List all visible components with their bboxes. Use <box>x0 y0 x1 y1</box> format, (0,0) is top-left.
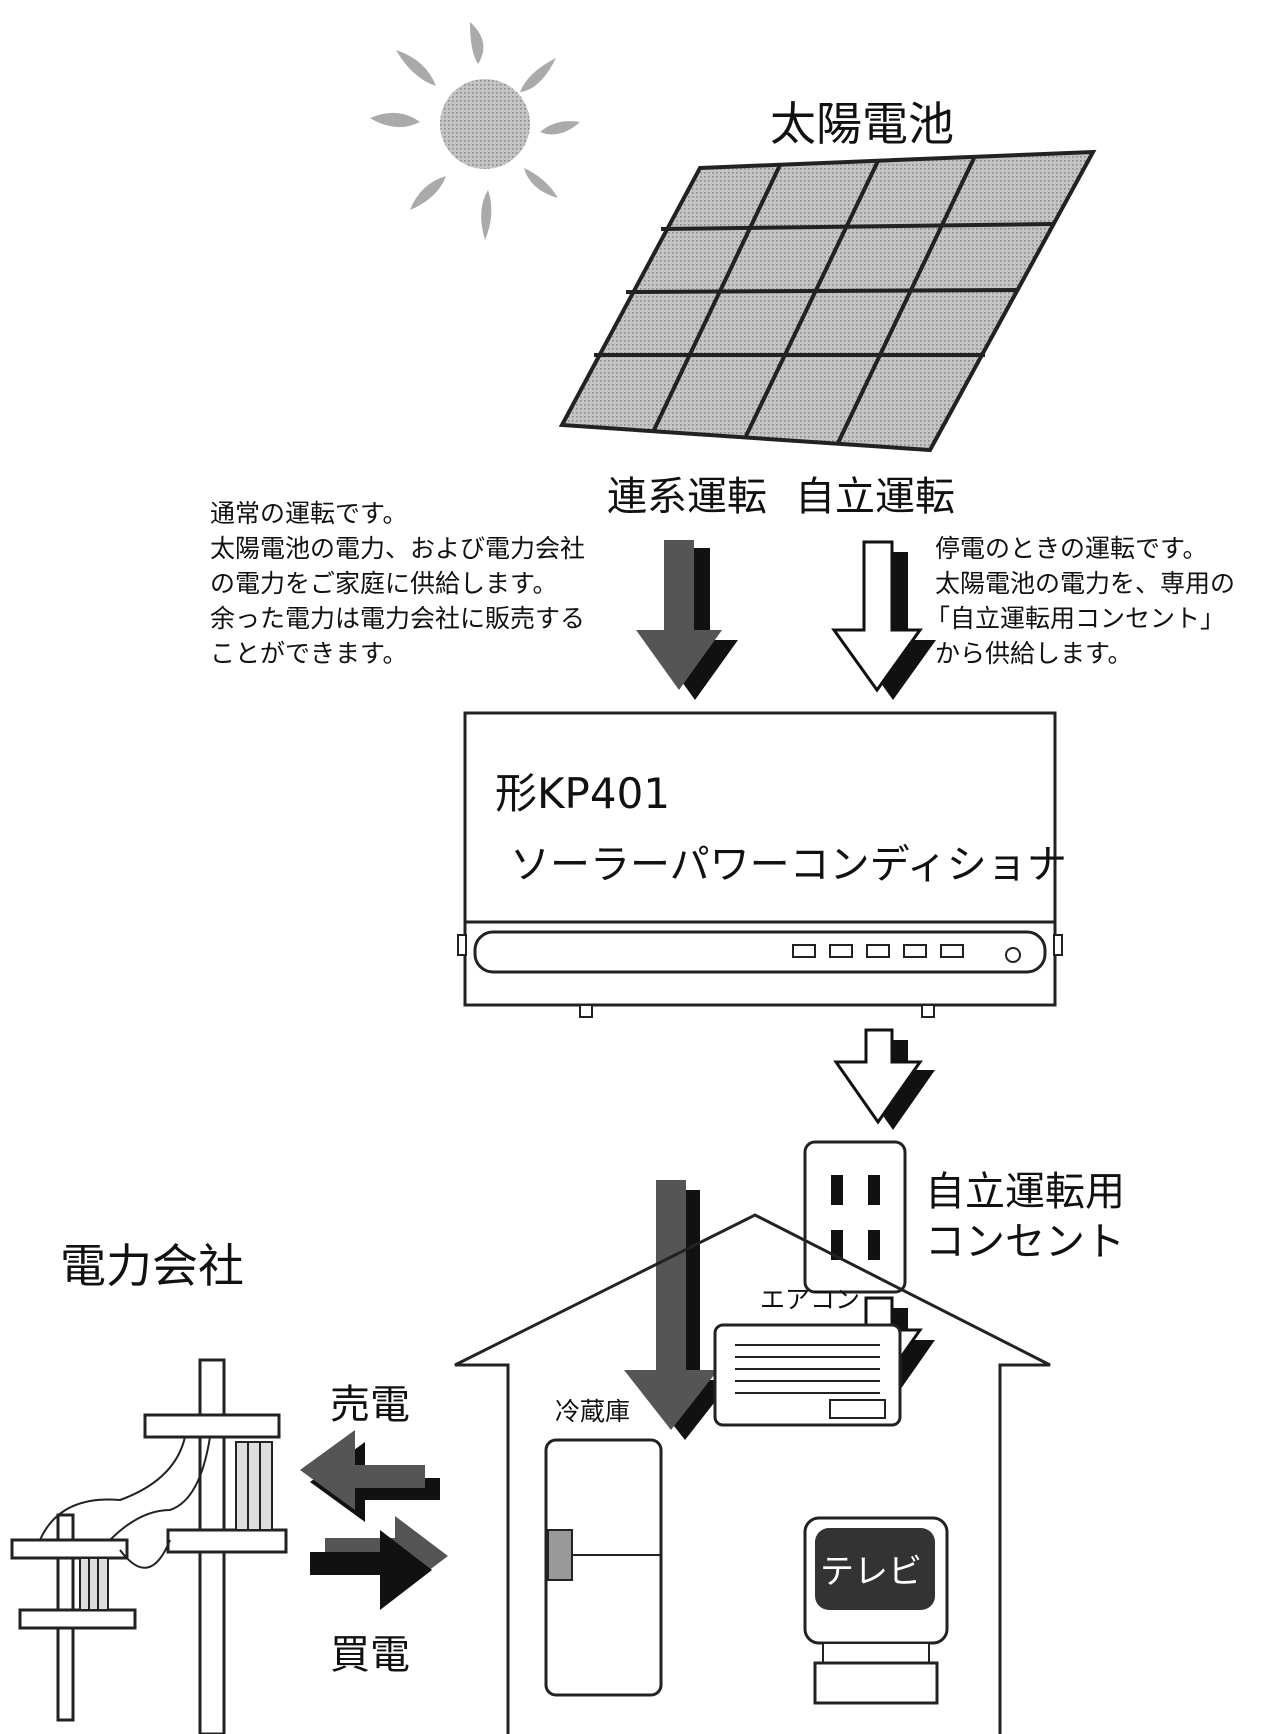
buy-power-label: 買電 <box>330 1632 410 1678</box>
independent-operation-label: 自立運転 <box>795 474 955 520</box>
indicator-lamp <box>792 944 816 958</box>
indicator-lamp <box>940 944 964 958</box>
air-conditioner <box>713 1323 902 1427</box>
grid-note-line: 余った電力は電力会社に販売する <box>210 604 585 633</box>
indicator-lamp <box>829 944 853 958</box>
solar-cell-label: 太陽電池 <box>770 97 954 151</box>
grid-operation-arrow <box>636 540 738 700</box>
grid-note-line: 太陽電池の電力、および電力会社 <box>210 534 585 563</box>
grid-operation-label: 連系運転 <box>607 474 767 520</box>
outlet-label: コンセント <box>925 1219 1125 1265</box>
power-knob <box>1005 947 1021 963</box>
air-conditioner-label: エアコン <box>760 1285 860 1314</box>
outlet-label: 自立運転用 <box>925 1169 1125 1215</box>
independent-note-line: 「自立運転用コンセント」 <box>925 604 1225 633</box>
independent-note-line: から供給します。 <box>935 639 1133 668</box>
sell-power-label: 売電 <box>330 1382 410 1428</box>
refrigerator <box>544 1438 663 1697</box>
independent-outlet <box>803 1140 907 1294</box>
refrigerator-label: 冷蔵庫 <box>555 1397 630 1426</box>
power-conditioner <box>457 711 1063 1018</box>
power-company-label: 電力会社 <box>60 1239 244 1293</box>
to-house-arrow <box>624 1180 732 1440</box>
independent-note-line: 停電のときの運転です。 <box>935 534 1208 563</box>
grid-note-line: ことができます。 <box>210 639 408 668</box>
grid-note-line: 通常の運転です。 <box>210 499 408 528</box>
to-outlet-arrow <box>833 1028 935 1130</box>
grid-operation-note: 通常の運転です。 太陽電池の電力、および電力会社 の電力をご家庭に供給します。 … <box>210 499 585 668</box>
independent-note-line: 太陽電池の電力を、専用の <box>935 569 1235 598</box>
utility-poles <box>10 1358 288 1734</box>
independent-operation-note: 停電のときの運転です。 太陽電池の電力を、専用の 「自立運転用コンセント」 から… <box>925 534 1235 668</box>
model-name: 形KP401 <box>495 769 670 818</box>
house <box>454 1213 1051 1734</box>
sun-icon <box>370 22 580 240</box>
buy-power-arrow <box>310 1516 448 1610</box>
solar-panel <box>558 149 1097 453</box>
indicator-lamp <box>866 944 890 958</box>
independent-operation-arrow <box>831 540 936 700</box>
product-name: ソーラーパワーコンディショナ <box>510 842 1067 888</box>
sell-power-arrow <box>300 1430 440 1522</box>
tv <box>803 1516 949 1705</box>
indicator-lamp <box>903 944 927 958</box>
grid-note-line: の電力をご家庭に供給します。 <box>210 569 558 598</box>
tv-label: テレビ <box>820 1552 922 1592</box>
